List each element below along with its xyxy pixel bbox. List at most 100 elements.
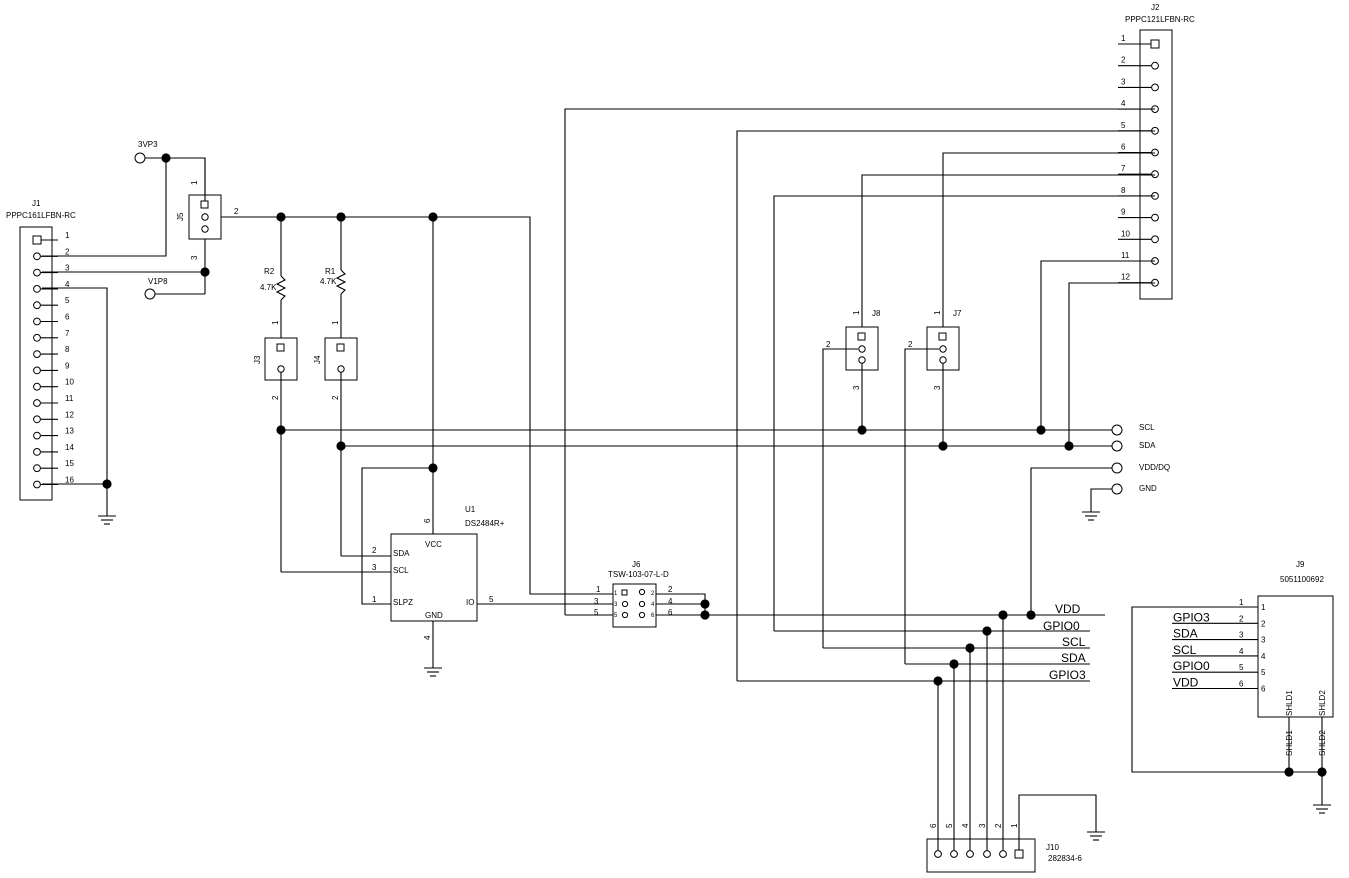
j1-pin: [33, 415, 41, 424]
j1-pin-number: 2: [65, 247, 70, 256]
j1-pin: [33, 399, 41, 407]
junction-dot: [1026, 610, 1036, 620]
svg-text:J8: J8: [872, 309, 881, 318]
junction-dot: [336, 441, 346, 451]
svg-text:4: 4: [668, 597, 673, 606]
svg-text:SHLD1: SHLD1: [1285, 690, 1294, 716]
junction-dot: [700, 610, 710, 620]
j1-pin-number: 9: [65, 361, 70, 370]
j10-pin: [950, 850, 958, 858]
svg-text:R1: R1: [325, 267, 336, 276]
j2-pin-number: 6: [1121, 143, 1126, 152]
svg-text:1: 1: [271, 320, 280, 325]
svg-text:3VP3: 3VP3: [138, 140, 158, 149]
svg-text:GND: GND: [1139, 484, 1157, 493]
j9-pin-number-outer: 5: [1239, 663, 1244, 672]
power-3vp3: 3VP3: [134, 140, 166, 164]
j2-pin-number: 5: [1121, 121, 1126, 130]
junction-dot: [1064, 441, 1074, 451]
j1-pin-number: 8: [65, 345, 70, 354]
junction-dot: [1317, 767, 1327, 777]
svg-text:PPPC121LFBN-RC: PPPC121LFBN-RC: [1125, 15, 1195, 24]
j1-part: PPPC161LFBN-RC: [6, 211, 76, 220]
svg-text:282834-6: 282834-6: [1048, 854, 1082, 863]
bus-label-vdd: VDD: [1055, 602, 1081, 616]
j2-pin-number: 7: [1121, 164, 1126, 173]
svg-text:1: 1: [933, 310, 942, 315]
svg-text:J3: J3: [253, 355, 262, 364]
svg-text:6: 6: [668, 608, 673, 617]
junction-dot: [200, 267, 210, 277]
svg-text:2: 2: [826, 340, 831, 349]
port-sda: SDA: [1111, 440, 1156, 452]
svg-text:R2: R2: [264, 267, 275, 276]
junction-dot: [949, 659, 959, 669]
j1-pin: [33, 464, 41, 473]
j1-pin-number: 15: [65, 459, 74, 468]
j9-net-label: SDA: [1173, 627, 1198, 641]
j1-pin-number: 16: [65, 476, 74, 485]
j1-pin-number: 13: [65, 427, 74, 436]
j1-pin-number: 10: [65, 378, 74, 387]
ground-symbol-u1: [424, 667, 442, 677]
j10-pin-square: [1014, 849, 1024, 859]
j9-net-label: VDD: [1173, 676, 1199, 690]
junction-dot: [965, 643, 975, 653]
svg-text:1: 1: [331, 320, 340, 325]
svg-text:SHLD2: SHLD2: [1318, 690, 1327, 716]
svg-text:SDA: SDA: [393, 549, 410, 558]
svg-text:1: 1: [372, 595, 377, 604]
j2-pin: [1151, 61, 1159, 70]
svg-text:3: 3: [614, 602, 618, 608]
resistor-r1: R1 4.7K: [320, 217, 347, 338]
svg-text:J2: J2: [1151, 3, 1160, 12]
j1-pin-number: 6: [65, 313, 70, 322]
svg-text:J4: J4: [313, 355, 322, 364]
j1-pin: [33, 480, 41, 489]
j10-pin: [966, 850, 974, 858]
j2-pin-number: 9: [1121, 208, 1126, 217]
junction-dot: [982, 626, 992, 636]
j9-pin-number-inner: 6: [1261, 685, 1266, 694]
j1-pin: [33, 448, 41, 456]
svg-text:5: 5: [594, 608, 599, 617]
j10-pin-number: 6: [929, 823, 938, 828]
j1-pin-number: 3: [65, 264, 70, 273]
j1-pin: [33, 252, 41, 261]
j9-pin-number-inner: 4: [1261, 652, 1266, 661]
ground-symbol-j9: [1313, 804, 1331, 814]
j10-pin: [983, 850, 991, 858]
j1-pin-number: 1: [65, 231, 70, 240]
j2-pin: [1151, 213, 1159, 222]
svg-text:2: 2: [234, 207, 239, 216]
bus-label-sda: SDA: [1061, 651, 1086, 665]
connector-j1: J1 PPPC161LFBN-RC 1234567891011121314151…: [6, 199, 76, 501]
j9-pin-number-inner: 2: [1261, 619, 1266, 628]
j1-pin: [33, 366, 41, 375]
j1-pin: [33, 317, 41, 326]
j1-pin-number: 11: [65, 394, 74, 403]
j9-net-label: GPIO0: [1173, 659, 1210, 673]
svg-text:1: 1: [852, 310, 861, 315]
junction-dot: [428, 463, 438, 473]
svg-text:2: 2: [331, 395, 340, 400]
j1-pin-number: 12: [65, 410, 74, 419]
j1-pin-square: [32, 235, 42, 245]
j9-pin-number-outer: 6: [1239, 680, 1244, 689]
svg-text:1: 1: [614, 591, 618, 597]
bus-label-scl: SCL: [1062, 635, 1086, 649]
j10-pin: [934, 850, 942, 858]
svg-text:J7: J7: [953, 309, 962, 318]
junction-dot: [276, 212, 286, 222]
svg-text:V1P8: V1P8: [148, 277, 168, 286]
j9-pin-number-outer: 2: [1239, 614, 1244, 623]
j1-pin: [33, 333, 41, 342]
j1-pin-number: 5: [65, 296, 70, 305]
power-v1p8: V1P8: [144, 277, 205, 300]
junction-dot: [938, 441, 948, 451]
svg-text:GND: GND: [425, 611, 443, 620]
j2-pin-number: 1: [1121, 34, 1126, 43]
j9-pin-number-outer: 3: [1239, 631, 1244, 640]
svg-text:1: 1: [596, 585, 601, 594]
